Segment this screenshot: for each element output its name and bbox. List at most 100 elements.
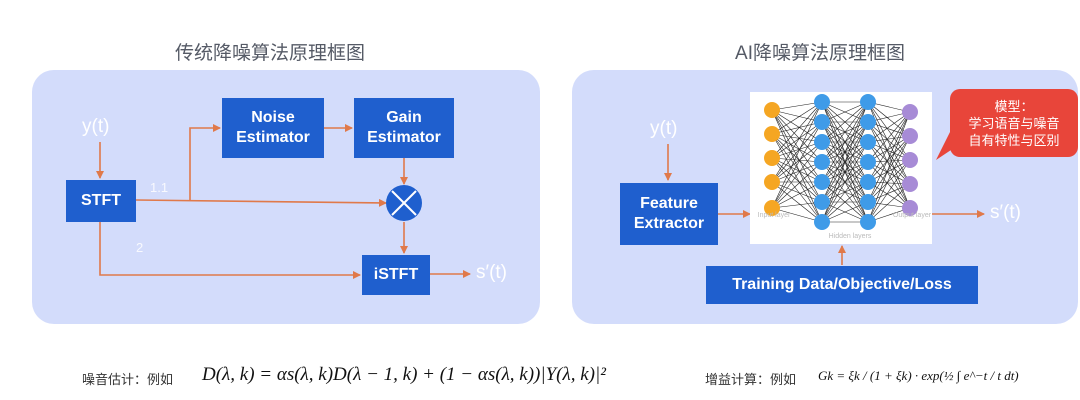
nn-edge: [771, 101, 823, 209]
ai-input-signal-label: y(t): [650, 118, 678, 139]
nn-node: [764, 150, 780, 166]
nn-node: [860, 194, 876, 210]
nn-edge: [867, 135, 911, 223]
nn-edge: [867, 121, 911, 209]
nn-node: [860, 114, 876, 130]
model-callout: 模型： 学习语音与噪音 自有特性与区别: [950, 89, 1078, 157]
nn-edge: [821, 181, 869, 223]
gain-computation-formula: Gk = ξk / (1 + ξk) · exp(½ ∫ e^−t / t dt…: [818, 368, 1019, 383]
nn-edge: [867, 111, 911, 183]
nn-edge: [771, 157, 823, 163]
feature-extractor-block: Feature Extractor: [620, 183, 718, 245]
nn-edge: [771, 141, 823, 159]
nn-edge: [821, 101, 869, 203]
left-diagram-title: 传统降噪算法原理框图: [174, 43, 365, 64]
nn-node: [902, 200, 918, 216]
nn-node: [814, 114, 830, 130]
nn-node: [902, 128, 918, 144]
noise-estimator-block: Noise Estimator: [222, 98, 324, 158]
nn-edge: [771, 181, 823, 223]
nn-edge: [867, 135, 911, 163]
nn-edge: [771, 157, 823, 203]
training-block: Training Data/Objective/Loss: [706, 266, 978, 304]
nn-edge: [821, 101, 869, 123]
nn-edge: [771, 133, 823, 203]
nn-edge: [821, 121, 869, 223]
nn-edge: [821, 201, 869, 223]
neural-network-graph: [764, 94, 918, 230]
noise-estimation-label: 噪音估计：例如: [82, 372, 174, 387]
nn-node: [814, 214, 830, 230]
nn-edge: [867, 141, 911, 209]
nn-edge: [771, 161, 823, 209]
nn-edge: [771, 121, 823, 159]
nn-node: [814, 174, 830, 190]
istft-block: iSTFT: [362, 255, 430, 295]
input-signal-label: y(t): [82, 116, 110, 137]
nn-edge: [771, 181, 823, 209]
nn-edge: [771, 101, 823, 159]
nn-edge: [771, 161, 823, 183]
multiplier-icon: [386, 185, 422, 221]
nn-output-layer-label: Output layer: [892, 212, 932, 219]
noise-estimation-formula: D(λ, k) = αs(λ, k)D(λ − 1, k) + (1 − αs(…: [202, 364, 606, 385]
nn-edge: [867, 111, 911, 143]
nn-edge: [771, 201, 823, 209]
nn-node: [814, 154, 830, 170]
nn-edge: [821, 101, 869, 183]
nn-edge: [771, 141, 823, 183]
nn-edge: [867, 111, 911, 203]
nn-edge: [771, 133, 823, 163]
nn-node: [860, 174, 876, 190]
nn-node: [814, 194, 830, 210]
nn-edge: [771, 101, 823, 135]
nn-node: [902, 176, 918, 192]
nn-node: [814, 94, 830, 110]
nn-edge: [771, 121, 823, 209]
nn-edge: [867, 141, 911, 185]
nn-node: [764, 126, 780, 142]
nn-input-layer-label: Input layer: [757, 212, 791, 219]
nn-edge: [771, 121, 823, 135]
nn-node: [902, 152, 918, 168]
nn-edge: [771, 141, 823, 209]
nn-edge: [867, 135, 911, 203]
nn-node: [860, 94, 876, 110]
nn-edge: [771, 133, 823, 143]
nn-edge: [771, 101, 823, 183]
nn-edge: [771, 101, 823, 111]
nn-node: [860, 134, 876, 150]
nn-edge: [867, 159, 911, 223]
path-label-2: 2: [136, 240, 144, 255]
gain-estimator-block: Gain Estimator: [354, 98, 454, 158]
nn-edge: [867, 121, 911, 161]
nn-node: [860, 154, 876, 170]
stft-block: STFT: [66, 180, 136, 222]
ai-output-signal-label: s′(t): [990, 202, 1021, 223]
nn-edge: [771, 207, 823, 223]
nn-edge: [867, 183, 911, 223]
nn-node: [902, 104, 918, 120]
nn-node: [814, 134, 830, 150]
nn-edge: [867, 135, 911, 183]
path-label-1: 1.1: [150, 180, 169, 195]
output-signal-label: s′(t): [476, 262, 507, 283]
nn-edge: [867, 111, 911, 163]
right-diagram-title: AI降噪算法原理框图: [735, 43, 905, 64]
nn-edge: [867, 121, 911, 185]
nn-hidden-layers-label: Hidden layers: [828, 233, 872, 240]
nn-edge: [867, 161, 911, 209]
nn-edge: [771, 121, 823, 183]
nn-edge: [821, 161, 869, 223]
nn-edge: [771, 157, 823, 183]
nn-edge: [821, 101, 869, 143]
nn-edge: [771, 133, 823, 183]
nn-edge: [867, 159, 911, 203]
nn-edge: [821, 101, 869, 163]
nn-node: [764, 200, 780, 216]
nn-node: [764, 174, 780, 190]
neural-network-figure: Input layer Hidden layers Output layer: [750, 92, 932, 244]
